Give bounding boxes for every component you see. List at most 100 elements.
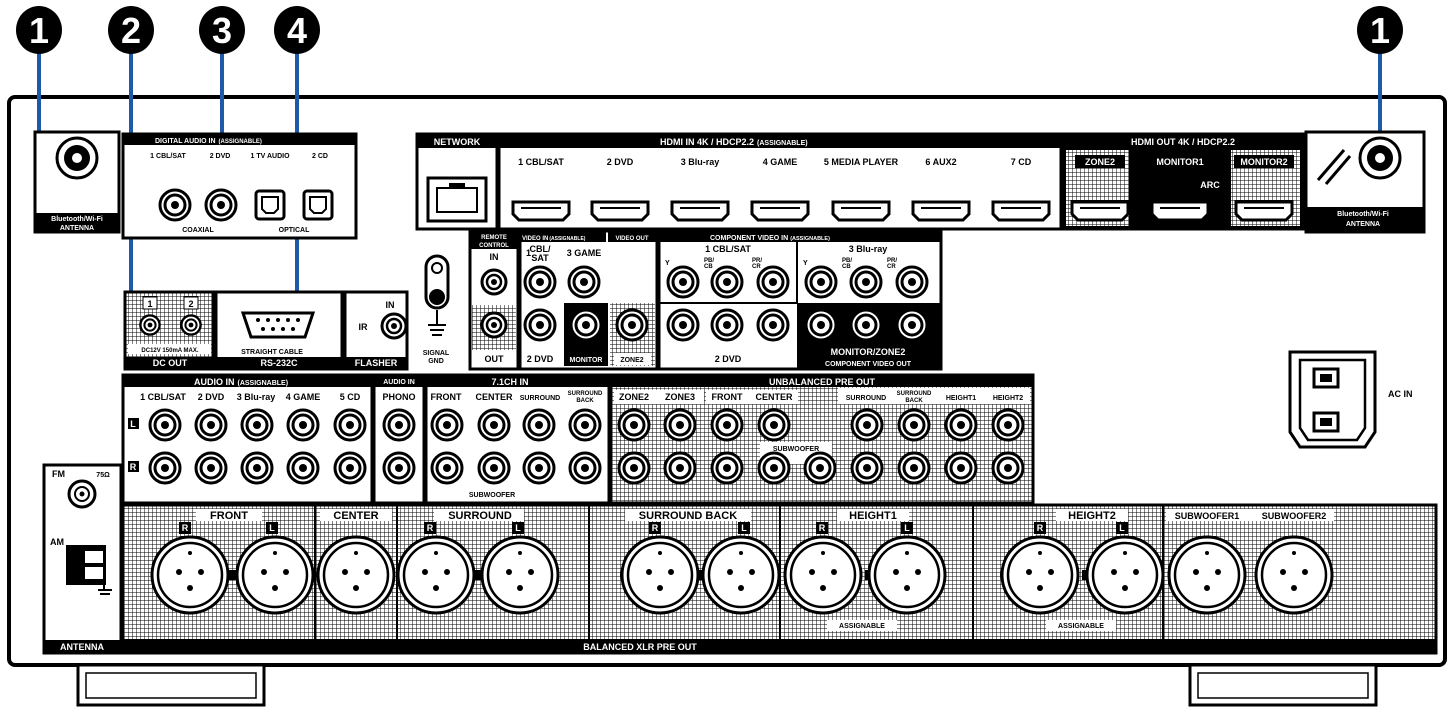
network-port[interactable]: NETWORK bbox=[415, 132, 499, 231]
component-in-jack[interactable] bbox=[710, 265, 744, 299]
pre-out-jack[interactable] bbox=[944, 451, 978, 485]
optical-jack[interactable] bbox=[254, 189, 286, 221]
video-in-jack[interactable] bbox=[567, 265, 601, 299]
audio-in-r-jack[interactable] bbox=[148, 451, 182, 485]
flasher-jack[interactable] bbox=[380, 312, 408, 340]
coaxial-jack[interactable] bbox=[158, 188, 192, 222]
hdmi-in-jack[interactable] bbox=[831, 200, 891, 222]
port-label: SURROUND bbox=[520, 395, 560, 402]
xlr-jack[interactable] bbox=[1000, 535, 1080, 615]
audio-in-r-jack[interactable] bbox=[333, 451, 367, 485]
audio-in-l-jack[interactable] bbox=[240, 408, 274, 442]
pre-out-jack[interactable] bbox=[897, 408, 931, 442]
pre-out-jack[interactable] bbox=[710, 451, 744, 485]
phono-jack[interactable] bbox=[382, 408, 416, 442]
multichannel-jack[interactable] bbox=[477, 408, 511, 442]
remote-out-jack[interactable] bbox=[480, 311, 508, 339]
pre-out-jack[interactable] bbox=[944, 408, 978, 442]
component-in-jack[interactable] bbox=[756, 265, 790, 299]
section-title: (ASSIGNABLE) bbox=[790, 236, 830, 242]
component-in-jack[interactable] bbox=[666, 265, 700, 299]
hdmi-in-jack[interactable] bbox=[590, 200, 650, 222]
component-out-jack[interactable] bbox=[804, 308, 838, 342]
pre-out-jack[interactable] bbox=[850, 451, 884, 485]
subwoofer-pre-out-jack[interactable] bbox=[803, 451, 837, 485]
group-label: 1 CBL/SAT bbox=[705, 244, 751, 254]
hdmi-out-jack[interactable] bbox=[1070, 200, 1130, 222]
component-in-jack[interactable] bbox=[895, 265, 929, 299]
hdmi-out-jack[interactable] bbox=[1150, 200, 1210, 222]
component-in-jack[interactable] bbox=[710, 308, 744, 342]
hdmi-in-jack[interactable] bbox=[511, 200, 571, 222]
pre-out-jack[interactable] bbox=[617, 408, 651, 442]
pre-out-jack[interactable] bbox=[850, 408, 884, 442]
pre-out-jack[interactable] bbox=[897, 451, 931, 485]
optical-jack[interactable] bbox=[302, 189, 334, 221]
multichannel-jack[interactable] bbox=[522, 451, 556, 485]
multichannel-jack[interactable] bbox=[477, 451, 511, 485]
channel-label: R bbox=[427, 523, 434, 533]
pre-out-jack[interactable] bbox=[710, 408, 744, 442]
xlr-jack[interactable] bbox=[480, 535, 560, 615]
bt-wifi-antenna-right[interactable]: Bluetooth/Wi-Fi ANTENNA bbox=[1304, 130, 1426, 234]
signal-gnd[interactable]: SIGNAL GND bbox=[423, 254, 450, 365]
channel-label: R bbox=[819, 523, 826, 533]
phono-jack[interactable] bbox=[382, 451, 416, 485]
hdmi-in-jack[interactable] bbox=[670, 200, 730, 222]
pre-out-jack[interactable] bbox=[617, 451, 651, 485]
hdmi-out-section: HDMI OUT 4K / HDCP2.2 ZONE2 MONITOR1 MON… bbox=[1061, 132, 1305, 231]
audio-in-l-jack[interactable] bbox=[194, 408, 228, 442]
hdmi-in-jack[interactable] bbox=[750, 200, 810, 222]
xlr-jack[interactable] bbox=[1085, 535, 1165, 615]
coaxial-jack[interactable] bbox=[204, 188, 238, 222]
port-label: FRONT bbox=[712, 392, 743, 402]
dc-out-jack[interactable] bbox=[180, 314, 202, 336]
audio-in-r-jack[interactable] bbox=[194, 451, 228, 485]
audio-in-l-jack[interactable] bbox=[148, 408, 182, 442]
pre-out-jack[interactable] bbox=[663, 451, 697, 485]
hdmi-out-jack[interactable] bbox=[1234, 200, 1294, 222]
component-in-jack[interactable] bbox=[756, 308, 790, 342]
component-in-jack[interactable] bbox=[804, 265, 838, 299]
video-out-monitor-jack[interactable] bbox=[569, 308, 603, 342]
audio-in-r-jack[interactable] bbox=[240, 451, 274, 485]
video-in-jack[interactable] bbox=[523, 265, 557, 299]
multichannel-jack[interactable] bbox=[568, 408, 602, 442]
xlr-jack[interactable] bbox=[235, 535, 315, 615]
dc-out-jack[interactable] bbox=[139, 314, 161, 336]
pre-out-jack[interactable] bbox=[757, 408, 791, 442]
rs232c-section[interactable]: STRAIGHT CABLE RS-232C bbox=[214, 290, 344, 371]
hdmi-in-jack[interactable] bbox=[911, 200, 971, 222]
hdmi-in-jack[interactable] bbox=[991, 200, 1051, 222]
xlr-jack[interactable] bbox=[316, 535, 396, 615]
am-terminal[interactable] bbox=[66, 545, 112, 595]
xlr-jack[interactable] bbox=[783, 535, 863, 615]
xlr-jack[interactable] bbox=[701, 535, 781, 615]
multichannel-jack[interactable] bbox=[568, 451, 602, 485]
remote-in-jack[interactable] bbox=[480, 268, 508, 296]
xlr-jack[interactable] bbox=[396, 535, 476, 615]
xlr-jack[interactable] bbox=[1254, 535, 1334, 615]
pre-out-jack[interactable] bbox=[991, 408, 1025, 442]
pre-out-jack[interactable] bbox=[991, 451, 1025, 485]
component-out-jack[interactable] bbox=[849, 308, 883, 342]
multichannel-jack[interactable] bbox=[430, 408, 464, 442]
component-in-jack[interactable] bbox=[666, 308, 700, 342]
xlr-jack[interactable] bbox=[150, 535, 230, 615]
video-out-zone2-jack[interactable] bbox=[615, 308, 649, 342]
component-out-jack[interactable] bbox=[895, 308, 929, 342]
xlr-jack[interactable] bbox=[620, 535, 700, 615]
ac-inlet[interactable]: AC IN bbox=[1288, 350, 1413, 449]
xlr-jack[interactable] bbox=[1167, 535, 1247, 615]
xlr-jack[interactable] bbox=[867, 535, 947, 615]
audio-in-l-jack[interactable] bbox=[333, 408, 367, 442]
audio-in-l-jack[interactable] bbox=[286, 408, 320, 442]
pre-out-jack[interactable] bbox=[757, 451, 791, 485]
video-in-jack[interactable] bbox=[523, 308, 557, 342]
component-in-jack[interactable] bbox=[849, 265, 883, 299]
multichannel-jack[interactable] bbox=[430, 451, 464, 485]
audio-in-r-jack[interactable] bbox=[286, 451, 320, 485]
multichannel-jack[interactable] bbox=[522, 408, 556, 442]
bt-wifi-antenna-left[interactable]: Bluetooth/Wi-Fi ANTENNA bbox=[33, 130, 121, 234]
pre-out-jack[interactable] bbox=[663, 408, 697, 442]
